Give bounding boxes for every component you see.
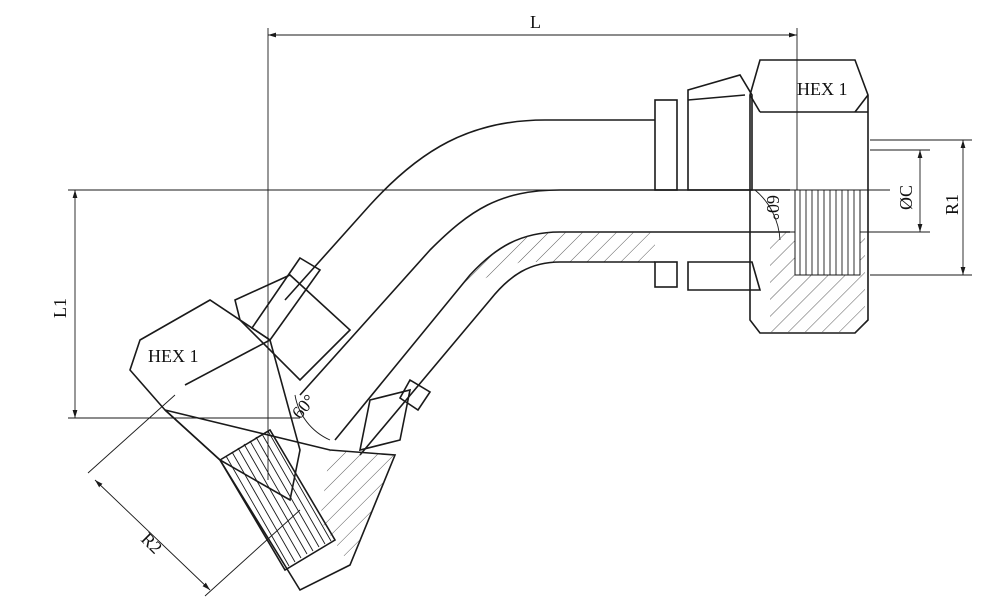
label-r1: R1 (942, 194, 962, 215)
label-hex-left: HEX 1 (148, 346, 199, 366)
left-threads (218, 428, 337, 572)
label-r2: R2 (137, 529, 166, 558)
right-nut (749, 59, 869, 334)
left-nut (129, 299, 397, 592)
left-collar (234, 256, 432, 452)
dimension-r2 (87, 394, 301, 597)
dimension-l1 (68, 189, 890, 419)
label-l: L (530, 12, 541, 32)
label-l1: L1 (50, 298, 70, 318)
dimension-r1 (870, 139, 972, 276)
label-diameter-c: ØC (896, 185, 916, 210)
label-angle-right: 60° (763, 195, 783, 220)
right-threads (794, 189, 861, 276)
angle-arc-right (754, 189, 781, 241)
elbow-tube (284, 119, 790, 456)
label-hex-right: HEX 1 (797, 79, 848, 99)
angle-arc-left (294, 394, 331, 441)
right-collar (654, 74, 762, 291)
